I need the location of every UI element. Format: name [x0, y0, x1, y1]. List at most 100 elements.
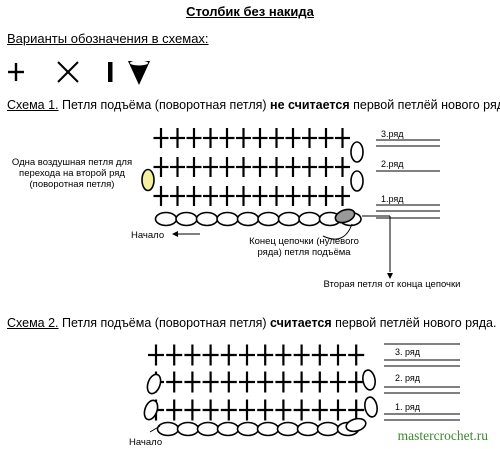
stitch-plus-icon: [219, 186, 235, 206]
stitch-plus-icon: [202, 371, 219, 393]
stitch-plus-icon: [252, 128, 268, 148]
stitch-plus-icon: [220, 371, 237, 393]
chain-loop: [175, 211, 198, 227]
chain-loop: [236, 211, 260, 227]
stitch-plus-icon: [311, 399, 328, 421]
stitch-plus-icon: [293, 371, 310, 393]
stitch-plus-icon: [285, 157, 301, 177]
plus-icon: [8, 63, 24, 81]
scheme2-row3-label: 3. ряд: [395, 347, 421, 357]
chain-loop: [196, 421, 220, 437]
stitch-plus-icon: [148, 344, 164, 366]
stitch-plus-icon: [285, 128, 301, 148]
chain-end-loop-gray: [334, 208, 356, 224]
variants-heading: Варианты обозначения в схемах:: [7, 31, 209, 46]
stitch-plus-icon: [166, 371, 183, 393]
turning-loop: [350, 141, 364, 163]
stitch-plus-icon: [203, 186, 218, 206]
chain-loop: [316, 421, 340, 437]
scheme2-row1-label: 1. ряд: [395, 402, 421, 412]
stitch-plus-icon: [203, 157, 218, 177]
stitch-plus-icon: [219, 128, 235, 148]
scheme1-start-label: Начало: [131, 230, 165, 241]
stitch-plus-icon: [335, 186, 350, 206]
stitch-plus-icon: [311, 371, 328, 393]
scheme1-text-b: первой петлёй нового ряда.: [349, 98, 500, 112]
stitch-plus-icon: [170, 186, 185, 206]
stitch-plus-icon: [269, 128, 284, 148]
chain-loop: [216, 421, 240, 437]
stitch-plus-icon: [220, 344, 237, 366]
stitch-plus-icon: [220, 399, 237, 421]
turning-loop: [364, 396, 378, 418]
stitch-plus-icon: [269, 186, 284, 206]
bar-icon: [108, 62, 113, 82]
stitch-plus-icon: [219, 157, 235, 177]
scheme2-row2-label: 2. ряд: [395, 373, 421, 383]
stitch-plus-icon: [302, 128, 317, 148]
stitch-plus-icon: [239, 371, 255, 393]
chain-loop: [256, 421, 280, 437]
stitch-plus-icon: [186, 157, 202, 177]
scheme2-heading: Схема 2. Петля подъёма (поворотная петля…: [7, 316, 496, 330]
stitch-plus-icon: [202, 344, 219, 366]
scheme2-text-bold: считается: [270, 316, 332, 330]
scheme2-start-label: Начало: [129, 437, 163, 448]
stitch-plus-icon: [293, 344, 310, 366]
turning-loop: [362, 369, 376, 391]
stitch-plus-icon: [335, 128, 350, 148]
stitch-plus-icon: [236, 157, 251, 177]
stitch-plus-icon: [170, 128, 185, 148]
scheme1-row2-label: 2.ряд: [381, 159, 404, 169]
chain-loop: [276, 421, 300, 437]
chain-loop: [195, 211, 219, 227]
scheme1-diagram: [141, 128, 440, 279]
stitch-plus-icon: [170, 157, 185, 177]
stitch-plus-icon: [252, 157, 268, 177]
stitch-plus-icon: [153, 157, 169, 177]
stitch-plus-icon: [348, 371, 365, 393]
stitch-plus-icon: [153, 186, 169, 206]
scheme2-text-a: Петля подъёма (поворотная петля): [58, 316, 271, 330]
stitch-plus-icon: [348, 344, 365, 366]
cone-icon: [128, 60, 150, 85]
stitch-plus-icon: [186, 128, 202, 148]
stitch-plus-icon: [318, 128, 334, 148]
arrowhead-icon: [172, 231, 178, 237]
chain-loop: [216, 211, 239, 227]
stitch-plus-icon: [330, 344, 346, 366]
chain-loop: [277, 211, 301, 227]
stitch-plus-icon: [184, 344, 201, 366]
chain-loop: [176, 421, 200, 437]
stitch-plus-icon: [302, 157, 317, 177]
scheme1-row1-label: 1.ряд: [381, 194, 404, 204]
arrowhead-icon: [387, 273, 393, 279]
chain-loop: [298, 211, 321, 227]
scheme1-row3-label: 3.ряд: [381, 129, 404, 139]
stitch-plus-icon: [318, 157, 334, 177]
stitch-plus-icon: [293, 399, 310, 421]
stitch-plus-icon: [202, 399, 219, 421]
stitch-plus-icon: [330, 371, 346, 393]
scheme2-text-b: первой петлёй нового ряда.: [331, 316, 497, 330]
stitch-plus-icon: [285, 186, 301, 206]
stitch-plus-icon: [335, 157, 350, 177]
stitch-plus-icon: [153, 128, 169, 148]
stitch-plus-icon: [203, 128, 218, 148]
chain-loop: [156, 421, 180, 437]
scheme2-label: Схема 2.: [7, 316, 59, 330]
x-icon: [57, 61, 79, 83]
stitch-plus-icon: [275, 344, 292, 366]
scheme1-label: Схема 1.: [7, 98, 59, 112]
scheme2-diagram: [143, 343, 460, 437]
scheme1-heading: Схема 1. Петля подъёма (поворотная петля…: [7, 98, 500, 112]
stitch-plus-icon: [257, 344, 274, 366]
stitch-plus-icon: [236, 128, 251, 148]
scheme1-text-bold: не считается: [270, 98, 350, 112]
stitch-plus-icon: [318, 186, 334, 206]
stitch-plus-icon: [330, 399, 346, 421]
second-loop-note: Вторая петля от конца цепочки: [323, 279, 461, 290]
chain-end-note: Конец цепочки (нулевого ряда) петля подъ…: [249, 236, 359, 258]
stitch-plus-icon: [275, 399, 292, 421]
